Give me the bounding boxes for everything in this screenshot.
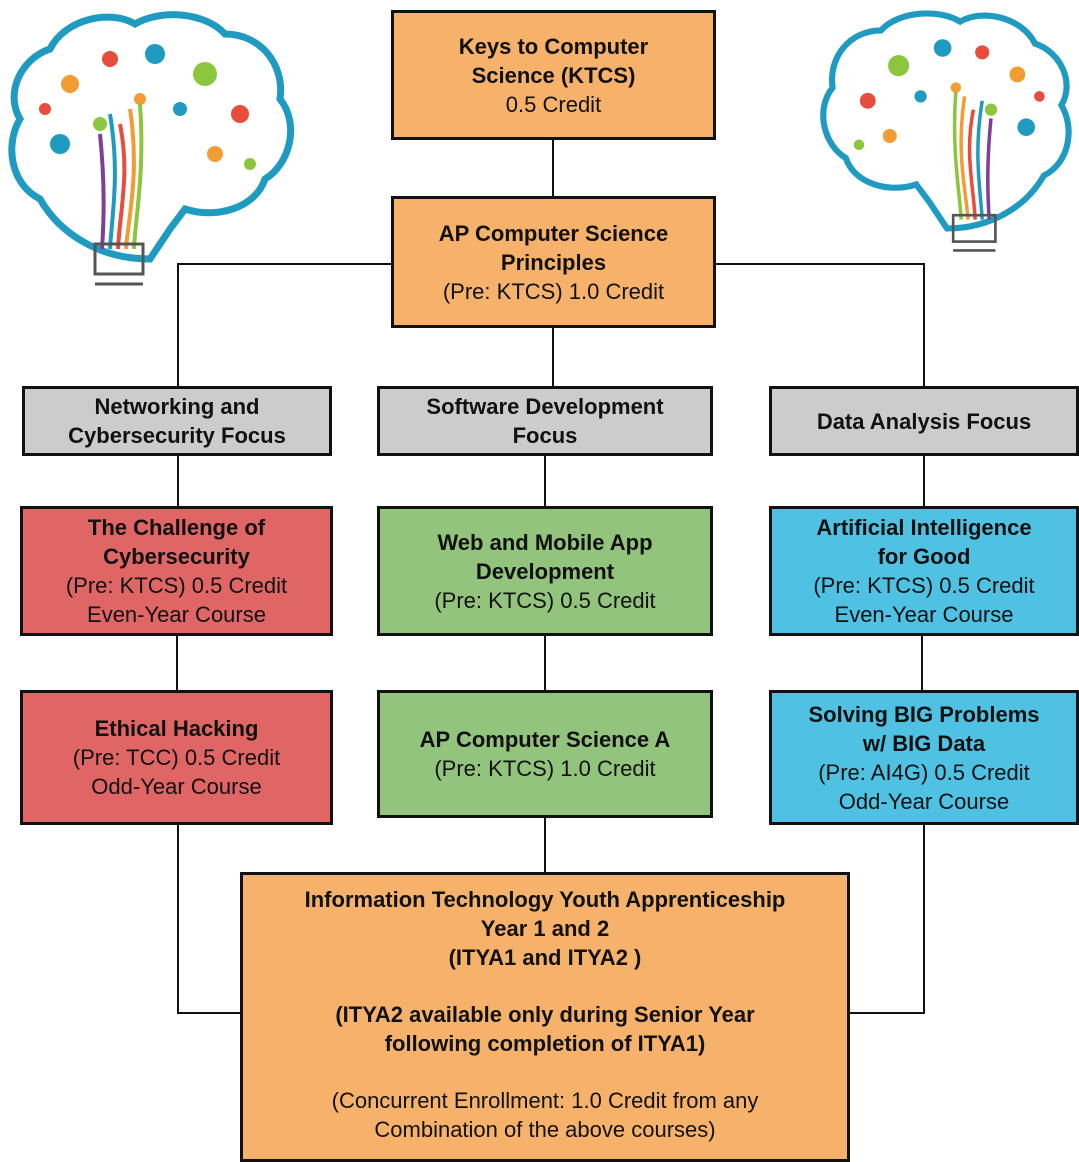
course-title: AP Computer Science A [419,727,671,752]
cybersecurity-course-box: The Challenge of Cybersecurity (Pre: KTC… [20,506,333,636]
course-credit: (Pre: KTCS) 1.0 Credit [434,756,656,781]
course-term: Even-Year Course [87,602,266,627]
course-title: The Challenge of [87,515,266,540]
focus-label: Networking and [94,394,260,419]
course-title: Ethical Hacking [94,716,259,741]
course-credit: (Pre: TCC) 0.5 Credit [72,745,281,770]
data-focus-box: Data Analysis Focus [769,386,1079,456]
apcsa-course-box: AP Computer Science A (Pre: KTCS) 1.0 Cr… [377,690,713,818]
ktcs-box: Keys to Computer Science (KTCS) 0.5 Cred… [391,10,716,140]
apcsp-title: AP Computer Science [438,220,669,246]
focus-label: Cybersecurity Focus [68,423,286,448]
course-term: Even-Year Course [834,602,1014,627]
course-title: Web and Mobile App [437,529,653,555]
course-credit: (Pre: KTCS) 0.5 Credit [813,573,1035,598]
itya-title: Year 1 and 2 [480,916,610,941]
course-title: Development [475,558,615,584]
ktcs-title: Keys to Computer [458,33,649,59]
course-credit: (Pre: AI4G) 0.5 Credit [818,759,1030,785]
focus-label: Focus [512,423,578,448]
course-title: w/ BIG Data [862,730,986,756]
brain-tree-icon [8,11,295,286]
ai-course-box: Artificial Intelligence for Good (Pre: K… [769,506,1079,636]
itya-note: following completion of ITYA1) [384,1031,706,1056]
hacking-course-box: Ethical Hacking (Pre: TCC) 0.5 Credit Od… [20,690,333,825]
software-focus-box: Software Development Focus [377,386,713,456]
webapp-course-box: Web and Mobile App Development (Pre: KTC… [377,506,713,636]
networking-focus-box: Networking and Cybersecurity Focus [22,386,332,456]
bigdata-course-box: Solving BIG Problems w/ BIG Data (Pre: A… [769,690,1079,825]
ktcs-credit: 0.5 Credit [505,91,602,117]
ktcs-title: Science (KTCS) [471,62,636,88]
focus-label: Data Analysis Focus [816,408,1032,434]
course-title: Cybersecurity [103,544,250,569]
itya-box: Information Technology Youth Apprentices… [240,872,850,1162]
course-title: for Good [877,544,971,569]
itya-enrollment: (Concurrent Enrollment: 1.0 Credit from … [331,1088,759,1113]
itya-enrollment: Combination of the above courses) [374,1117,716,1142]
course-credit: (Pre: KTCS) 0.5 Credit [434,587,656,613]
apcsp-box: AP Computer Science Principles (Pre: KTC… [391,196,716,328]
course-title: Artificial Intelligence [816,515,1032,540]
course-term: Odd-Year Course [91,774,262,799]
itya-title: Information Technology Youth Apprentices… [304,887,786,912]
course-title: Solving BIG Problems [808,701,1040,727]
course-credit: (Pre: KTCS) 0.5 Credit [65,573,288,598]
itya-note: (ITYA2 available only during Senior Year [335,1002,755,1027]
brain-tree-icon [820,10,1072,252]
apcsp-credit: (Pre: KTCS) 1.0 Credit [442,278,665,304]
focus-label: Software Development [426,394,664,419]
course-term: Odd-Year Course [838,788,1010,814]
apcsp-title: Principles [500,249,607,275]
itya-title: (ITYA1 and ITYA2 ) [448,945,642,970]
